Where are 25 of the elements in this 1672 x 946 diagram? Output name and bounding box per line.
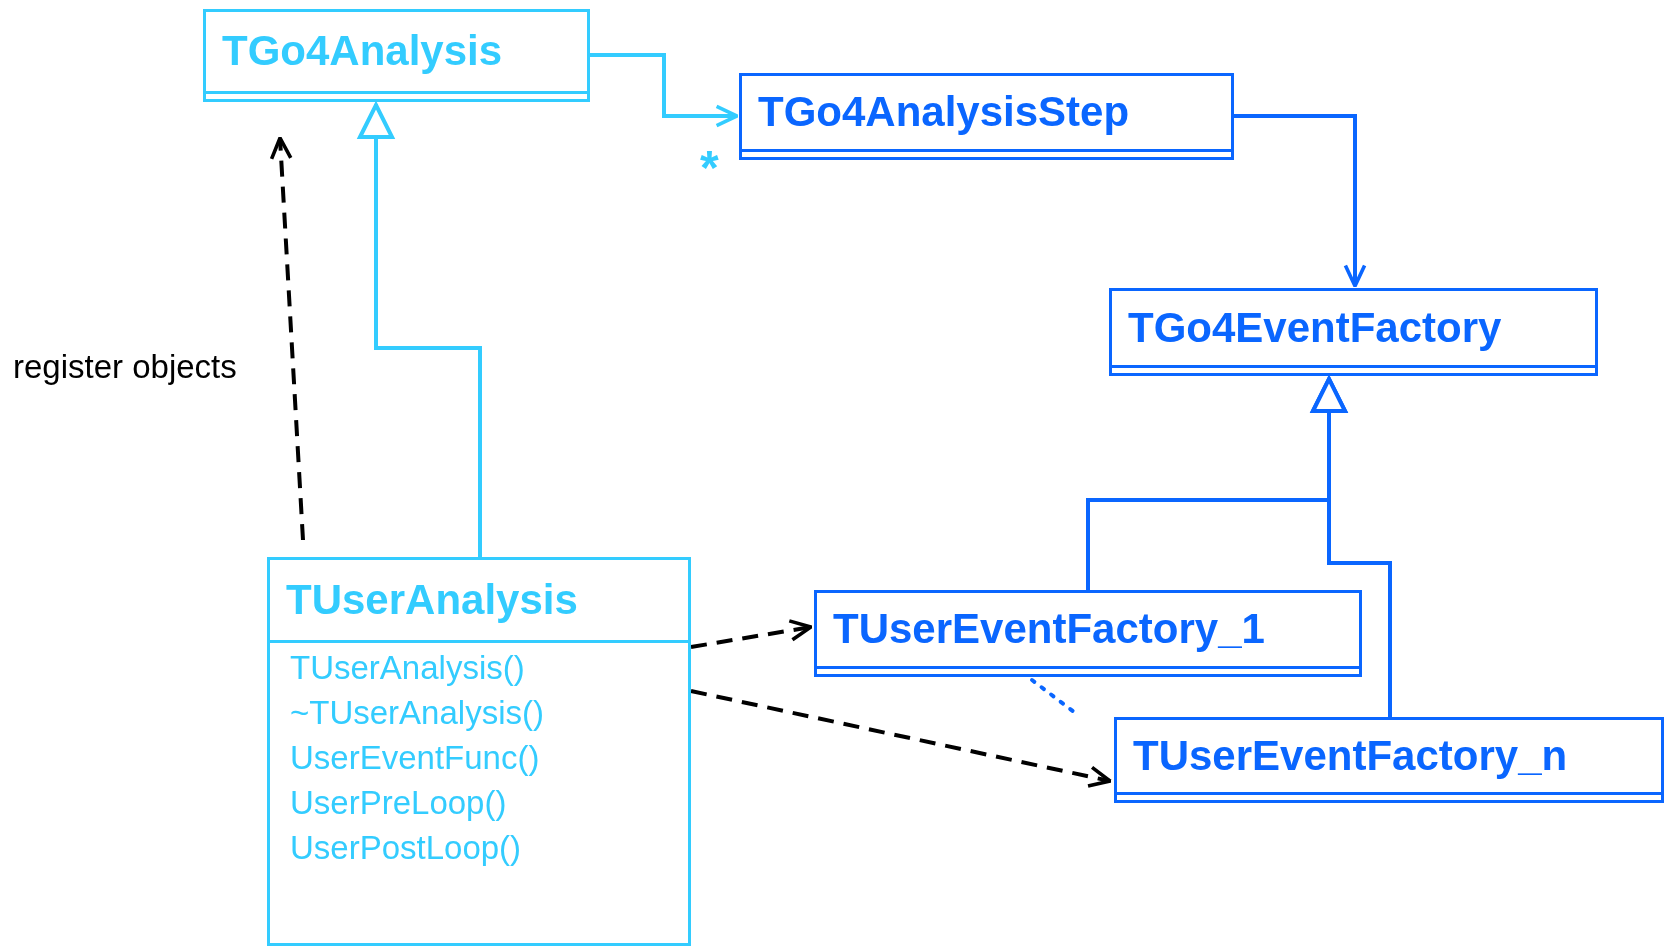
method-name: UserEventFunc() — [289, 738, 540, 778]
arrow — [1234, 114, 1367, 288]
class-name: TUserAnalysis — [286, 576, 578, 624]
inheritance-arrow — [358, 103, 482, 557]
class-box — [1114, 717, 1664, 803]
class-name: TUserEventFactory_1 — [833, 606, 1265, 653]
class-box — [814, 590, 1362, 677]
method-name: UserPreLoop() — [289, 783, 507, 823]
class-name: TGo4AnalysisStep — [758, 89, 1130, 136]
arrow — [690, 689, 1112, 788]
class-box — [739, 73, 1234, 160]
method-name: UserPostLoop() — [289, 828, 522, 868]
class-name: TGo4EventFactory — [1128, 304, 1502, 352]
multiplicity-label: * — [700, 140, 719, 195]
arrow — [690, 619, 813, 649]
arrow — [590, 53, 739, 128]
method-name: ~TUserAnalysis() — [289, 693, 544, 733]
class-name: TUserEventFactory_n — [1133, 732, 1568, 780]
class-box — [267, 557, 691, 946]
class-box — [1109, 288, 1598, 376]
class-box — [203, 9, 590, 102]
arrow — [269, 136, 305, 541]
inheritance-arrow — [1311, 377, 1392, 717]
method-name: TUserAnalysis() — [289, 648, 525, 688]
class-name: TGo4Analysis — [222, 28, 503, 75]
